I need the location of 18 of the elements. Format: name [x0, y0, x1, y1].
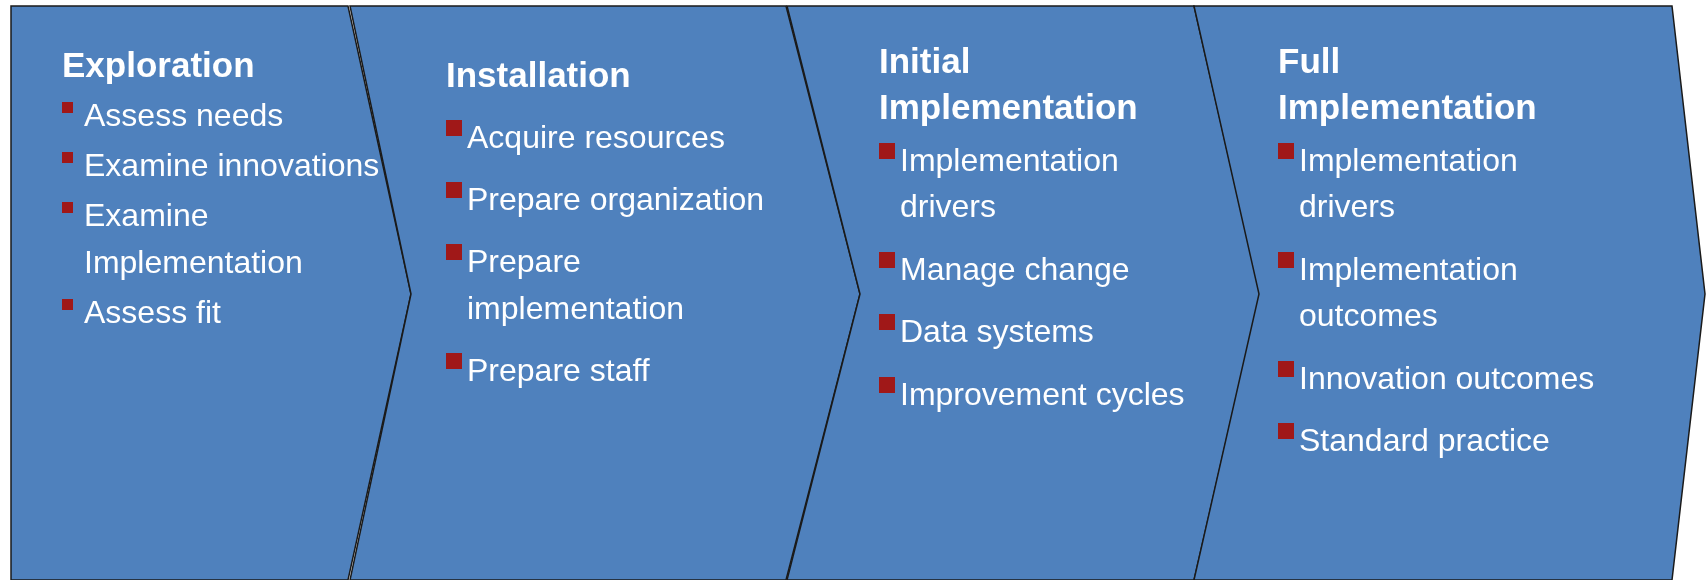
- bullet-item: Implementation drivers: [879, 137, 1219, 230]
- stage-heading: Full Implementation: [1278, 40, 1538, 128]
- stage-heading: Initial Implementation: [879, 40, 1139, 128]
- bullet-item: Prepare organization: [446, 175, 786, 223]
- bullet-item: Implementation drivers: [1278, 137, 1608, 230]
- bullet-item: Assess fit: [62, 289, 392, 336]
- bullet-item: Manage change: [879, 245, 1219, 293]
- stage-heading: Installation: [446, 54, 632, 96]
- bullet-item: Innovation outcomes: [1278, 354, 1608, 401]
- bullet-item: Prepare implementation: [446, 238, 786, 332]
- bullet-item: Prepare staff: [446, 347, 786, 394]
- stage-heading: Exploration: [62, 44, 256, 86]
- bullet-item: Improvement cycles: [879, 370, 1219, 417]
- bullet-item: Implementation outcomes: [1278, 245, 1608, 339]
- bullet-item: Data systems: [879, 308, 1219, 355]
- bullet-item: Standard practice: [1278, 416, 1608, 464]
- bullet-item: Examine Implementation: [62, 192, 392, 286]
- bullet-item: Acquire resources: [446, 113, 786, 160]
